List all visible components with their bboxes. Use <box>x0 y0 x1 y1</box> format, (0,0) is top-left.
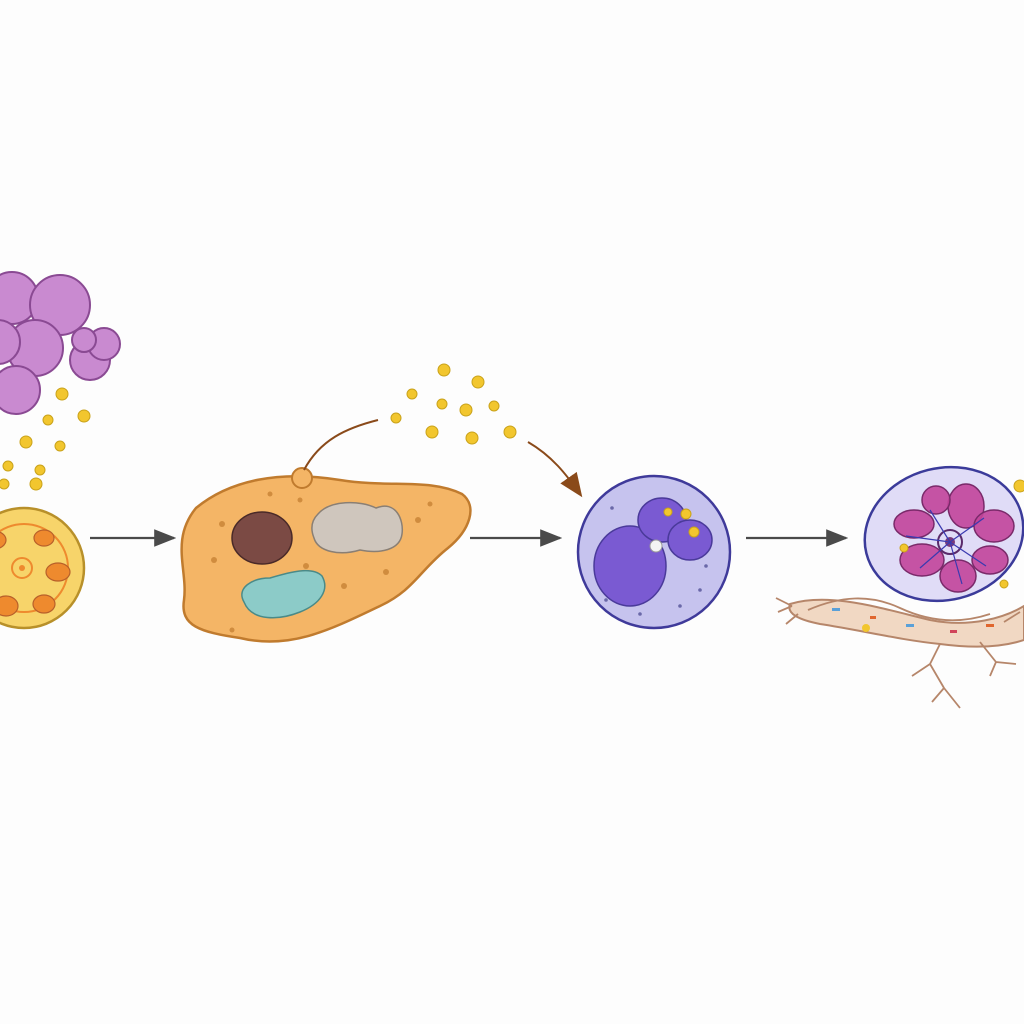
stage-2-bud <box>291 467 313 489</box>
particle <box>42 414 54 426</box>
stage-2-organelle-grey <box>311 501 404 554</box>
particle <box>680 508 692 520</box>
particle-stream-middle <box>390 363 517 445</box>
particle <box>663 507 673 517</box>
cell-stage-4 <box>863 465 1024 603</box>
particle <box>899 543 909 553</box>
cluster-blob <box>0 365 41 415</box>
fiber-loop <box>807 597 991 622</box>
particle <box>471 375 485 389</box>
fiber-body <box>788 598 1024 648</box>
tissue-fiber <box>775 597 1024 709</box>
stage-2-organelle-teal <box>241 569 326 619</box>
particle <box>425 425 439 439</box>
stage-4-fibers <box>905 509 987 585</box>
stage-3-nucleus <box>593 497 713 607</box>
particle <box>999 579 1009 589</box>
cell-stage-1 <box>0 506 86 630</box>
particle <box>0 478 10 490</box>
particle <box>2 460 14 472</box>
particle <box>436 398 448 410</box>
fiber-speckles <box>832 608 994 633</box>
stage-3-nucleolus <box>649 539 663 553</box>
cluster-blob <box>0 319 21 365</box>
stage-1-center <box>11 557 33 579</box>
particle <box>55 387 69 401</box>
stage-3-granules <box>604 506 708 616</box>
particle <box>77 409 91 423</box>
particle-cluster <box>0 271 121 415</box>
fiber-branches <box>775 597 1021 709</box>
particle <box>465 431 479 445</box>
stage-2-granules <box>211 491 433 633</box>
stage-4-center-ring <box>937 529 963 555</box>
particle <box>19 435 33 449</box>
particle-stream-left <box>0 387 91 491</box>
particle <box>488 400 500 412</box>
particle <box>688 526 700 538</box>
particle <box>437 363 451 377</box>
cell-stage-3 <box>576 474 732 630</box>
stage-1-organelles <box>0 529 71 617</box>
stage-2-membrane <box>180 474 472 643</box>
particle <box>390 412 402 424</box>
stage-2-organelle-brown <box>231 511 293 565</box>
particle <box>54 440 66 452</box>
particle <box>1013 479 1024 493</box>
cluster-blob <box>71 327 97 353</box>
curved-arrow-bud <box>303 419 379 471</box>
stage-1-membrane <box>0 506 86 630</box>
stage-4-nucleus <box>893 483 1015 593</box>
particle <box>406 388 418 400</box>
cell-stage-2 <box>180 467 472 643</box>
curved-arrow-to-stage-3 <box>527 441 583 498</box>
particle <box>29 477 43 491</box>
particle <box>459 403 473 417</box>
particle <box>503 425 517 439</box>
particle <box>34 464 46 476</box>
